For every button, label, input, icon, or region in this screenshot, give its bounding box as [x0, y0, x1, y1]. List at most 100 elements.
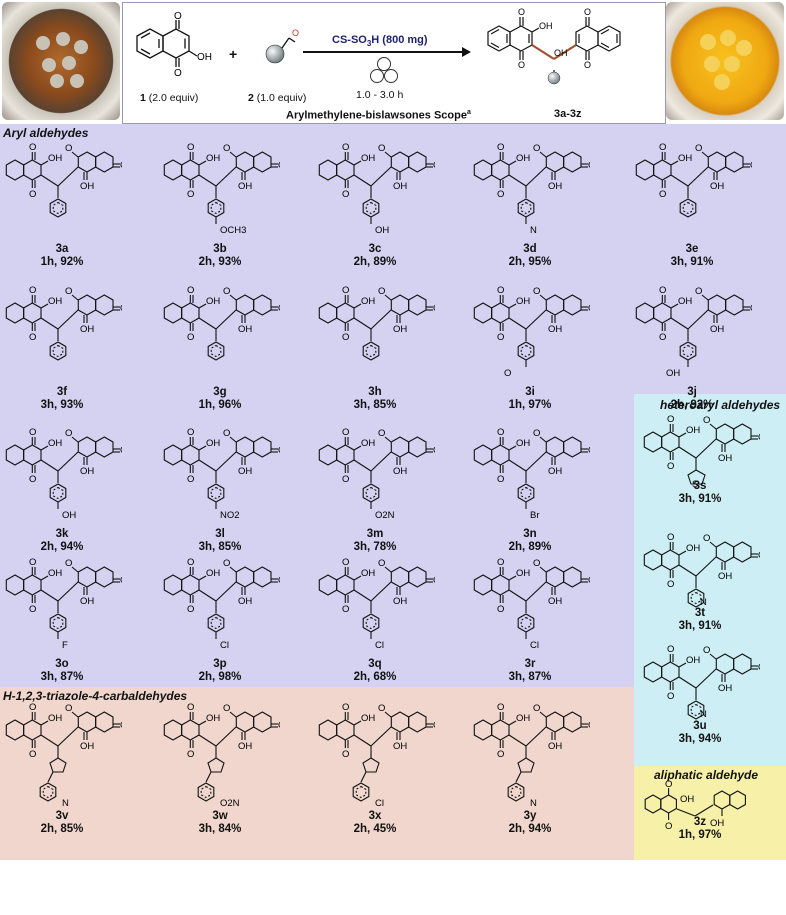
atom-o: O [667, 532, 674, 543]
atom-o: O [342, 142, 349, 153]
compound-3v: OOOHOOOHN3v2h, 85% [2, 700, 122, 835]
compound-3n: OOOHOOOHBr3n2h, 89% [470, 425, 590, 560]
atom-o: O [342, 702, 349, 713]
compound-3m: OOOHOOOHO2N3m3h, 78% [315, 425, 435, 560]
atom-o: O [187, 142, 194, 153]
atom-oh: OH [48, 296, 62, 307]
substituent-3r: Cl [530, 640, 539, 651]
atom-o: O [433, 720, 435, 731]
substituent-3d: N [530, 225, 537, 236]
atom-o: O [588, 575, 590, 586]
atom-o: O [588, 160, 590, 171]
structure-3k: OOOHOOOHOH [5, 427, 122, 521]
atom-o: O [223, 703, 230, 714]
aliphatic-aldehyde-panel [634, 766, 786, 860]
atom-o: O [659, 332, 666, 343]
atom-o: O [29, 474, 36, 485]
atom-oh: OH [80, 181, 94, 192]
atom-oh: OH [710, 181, 724, 192]
atom-o: O [588, 445, 590, 456]
structure-3o: OOOHOOOHF [5, 557, 122, 651]
atom-o: O [433, 160, 435, 171]
atom-o: O [659, 142, 666, 153]
atom-o: O [533, 558, 540, 569]
atom-oh: OH [548, 181, 562, 192]
compound-3o: OOOHOOOHF3o3h, 87% [2, 555, 122, 690]
substituent-3t: N [700, 597, 707, 608]
substituent-3w: O2N [220, 798, 240, 809]
compound-conditions: 2h, 85% [40, 823, 84, 835]
substituent-3q: Cl [375, 640, 384, 651]
atom-o: O [378, 286, 385, 297]
substituent-3j: OH [666, 368, 680, 379]
atom-o: O [703, 645, 710, 656]
atom-oh: OH [718, 683, 732, 694]
atom-o: O [120, 160, 122, 171]
atom-o: O [278, 303, 280, 314]
atom-o: O [497, 749, 504, 760]
compound-3e: OOOHOOOH3e3h, 91% [632, 140, 752, 275]
compound-conditions: 3h, 87% [40, 671, 84, 683]
atom-o: O [29, 285, 36, 296]
atom-o: O [342, 749, 349, 760]
atom-oh: OH [206, 296, 220, 307]
atom-o: O [120, 575, 122, 586]
structure-3u: OOOHOOOHN [643, 644, 760, 720]
compound-3i: OOOHOOOHO3i1h, 97% [470, 283, 590, 418]
atom-o: O [278, 445, 280, 456]
atom-o: O [342, 474, 349, 485]
atom-o: O [497, 604, 504, 615]
structure-3p: OOOHOOOHCl [163, 557, 280, 651]
substituent-3l: NO2 [220, 510, 240, 521]
atom-o: O [667, 644, 674, 655]
atom-o: O [187, 557, 194, 568]
atom-o: O [703, 415, 710, 426]
atom-o: O [29, 189, 36, 200]
atom-o: O [378, 558, 385, 569]
substituent-3y: N [530, 798, 537, 809]
atom-o: O [342, 604, 349, 615]
compound-3f: OOOHOOOH3f3h, 93% [2, 283, 122, 418]
atom-o: O [278, 575, 280, 586]
structure-3r: OOOHOOOHCl [473, 557, 590, 651]
svg-text:O: O [518, 7, 525, 17]
atom-oh: OH [80, 741, 94, 752]
structure-3m: OOOHOOOHO2N [318, 427, 435, 521]
compound-conditions: 1h, 92% [40, 256, 84, 268]
compound-conditions: 3h, 93% [40, 399, 84, 411]
compound-3h: OOOHOOOH3h3h, 85% [315, 283, 435, 418]
atom-o: O [695, 143, 702, 154]
atom-oh: OH [361, 713, 375, 724]
compound-id: 3o [55, 658, 69, 670]
atom-o: O [29, 604, 36, 615]
compound-id: 3t [694, 607, 706, 619]
atom-o: O [187, 604, 194, 615]
compound-conditions: 2h, 89% [353, 256, 397, 268]
heteroaryl-aldehydes-panel [634, 394, 786, 766]
reagent-2-label: 2 (1.0 equiv) [248, 92, 307, 104]
atom-o: O [65, 286, 72, 297]
atom-o: O [29, 702, 36, 713]
product-structure: O O OH O O OH [487, 7, 621, 85]
atom-o: O [29, 427, 36, 438]
atom-oh: OH [206, 568, 220, 579]
compound-id: 3d [523, 243, 537, 255]
compound-id: 3w [212, 810, 228, 822]
atom-o: O [497, 332, 504, 343]
substituent-3n: Br [530, 510, 540, 521]
lawsone-structure: O O OH [136, 11, 212, 79]
atom-o: O [758, 550, 760, 561]
product-range-label: 3a-3z [554, 108, 582, 120]
atom-oh: OH [516, 713, 530, 724]
compound-conditions: 3h, 91% [670, 256, 714, 268]
svg-text:O: O [584, 60, 591, 70]
compound-id: 3u [693, 720, 707, 732]
compound-conditions: 2h, 92% [670, 399, 714, 411]
